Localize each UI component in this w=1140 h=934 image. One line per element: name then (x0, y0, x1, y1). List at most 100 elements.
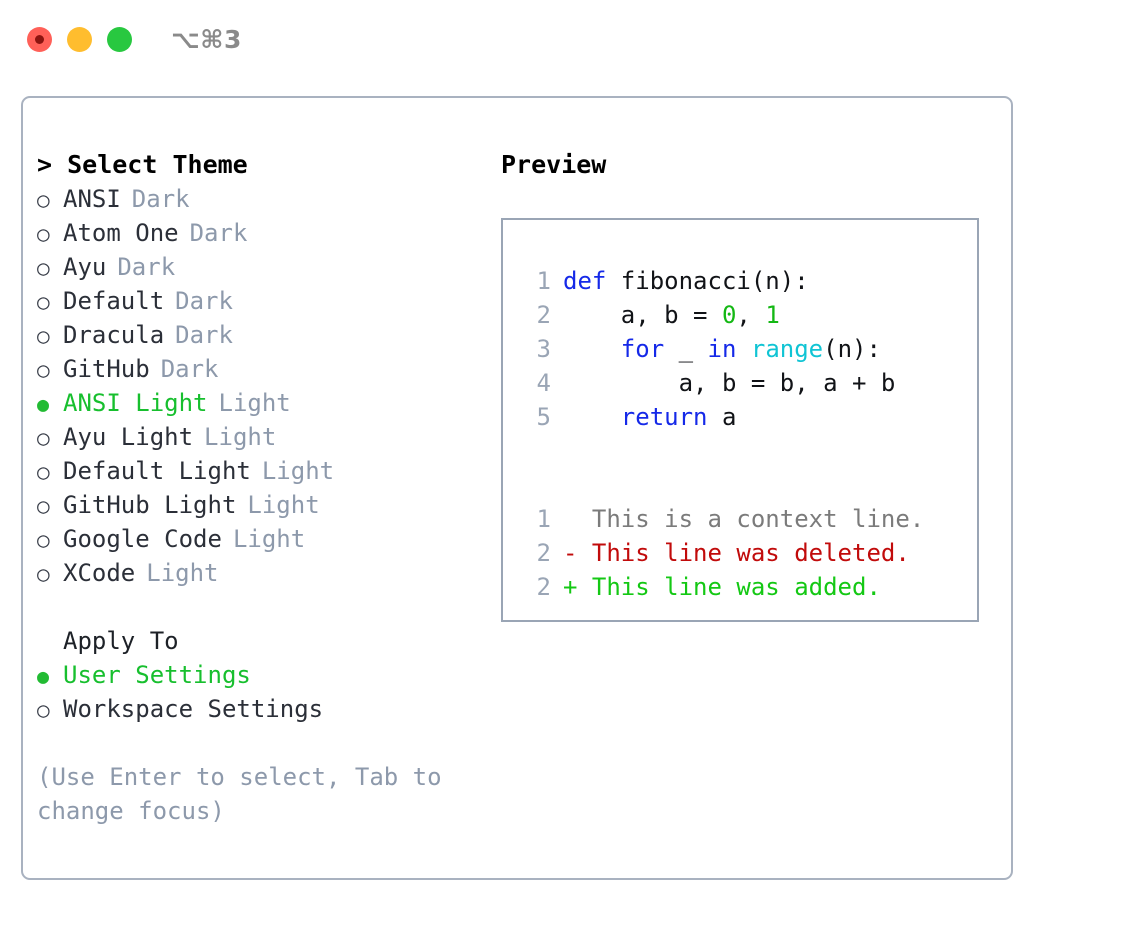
minimize-button[interactable] (67, 26, 92, 52)
code-line-content: for _ in range(n): (563, 332, 881, 366)
line-number: 4 (536, 369, 551, 397)
radio-unselected-icon[interactable]: ○ (37, 460, 50, 484)
close-button[interactable] (27, 26, 52, 52)
code-line-content: def fibonacci(n): (563, 264, 809, 298)
theme-option-kind: Dark (175, 321, 233, 349)
apply-to-section: Apply To ● User Settings ○ Workspace Settin… (37, 624, 487, 726)
theme-option-dracula[interactable]: ○ Dracula Dark (37, 318, 487, 352)
diff-sample: 1 This is a context line. 2- This line wa… (503, 502, 977, 604)
theme-option-label: ANSI (63, 185, 121, 213)
radio-unselected-icon[interactable]: ○ (37, 324, 50, 348)
line-number: 2 (536, 301, 551, 329)
zoom-button[interactable] (107, 26, 132, 52)
code-diff-spacer-2 (503, 468, 977, 502)
theme-option-label: Dracula (63, 321, 165, 349)
apply-to-heading: Apply To (63, 627, 179, 655)
code-token-num: 0 (721, 301, 737, 329)
line-number: 3 (536, 335, 551, 363)
diff-marker: + (563, 573, 592, 601)
apply-to-option-label: User Settings (63, 661, 251, 689)
code-line-content: return a (563, 400, 737, 434)
code-line: 1 def fibonacci(n): (503, 264, 977, 298)
code-token-plain: (n): (823, 335, 881, 363)
theme-option-kind: Dark (189, 219, 248, 247)
theme-option-label: Ayu (63, 253, 107, 281)
apply-to-option-workspace-settings[interactable]: ○ Workspace Settings (37, 692, 487, 726)
code-token-num: 1 (765, 301, 780, 329)
code-line: 4 a, b = b, a + b (503, 366, 977, 400)
theme-option-kind: Dark (160, 355, 219, 383)
theme-option-github[interactable]: ○ GitHub Dark (37, 352, 487, 386)
theme-option-google-code[interactable]: ○ Google Code Light (37, 522, 487, 556)
theme-option-kind: Light (204, 423, 277, 451)
window-titlebar: ⌥⌘3 (0, 0, 1140, 78)
radio-unselected-icon[interactable]: ○ (37, 698, 50, 722)
diff-line-del: 2- This line was deleted. (503, 536, 977, 570)
theme-option-ansi-light[interactable]: ● ANSI Light Light (37, 386, 487, 420)
radio-unselected-icon[interactable]: ○ (37, 426, 50, 450)
theme-option-label: Google Code (63, 525, 222, 553)
radio-selected-icon[interactable]: ● (37, 392, 50, 416)
line-number: 1 (536, 505, 551, 533)
keyboard-shortcut-label: ⌥⌘3 (171, 24, 242, 54)
line-number: 2 (536, 573, 551, 601)
theme-option-kind: Light (261, 457, 335, 485)
diff-line-text: This line was deleted. (591, 539, 910, 567)
theme-option-label: XCode (63, 559, 136, 587)
theme-option-label: Ayu Light (63, 423, 194, 451)
theme-option-label: ANSI Light (63, 389, 208, 417)
select-theme-heading: > Select Theme (37, 150, 248, 179)
apply-to-options[interactable]: ● User Settings ○ Workspace Settings (37, 658, 487, 726)
keyboard-hint-text: (Use Enter to select, Tab to change focu… (37, 763, 457, 825)
radio-unselected-icon[interactable]: ○ (37, 256, 50, 280)
code-token-kw: return (620, 403, 708, 431)
preview-heading: Preview (501, 150, 607, 179)
code-token-plain: , (736, 301, 766, 329)
radio-unselected-icon[interactable]: ○ (37, 188, 50, 212)
line-number: 1 (536, 267, 551, 295)
line-number: 5 (536, 403, 551, 431)
diff-marker: - (563, 539, 592, 567)
code-line: 5 return a (503, 400, 977, 434)
theme-option-kind: Dark (117, 253, 176, 281)
code-diff-spacer (503, 434, 977, 468)
code-line: 3 for _ in range(n): (503, 332, 977, 366)
radio-selected-icon[interactable]: ● (37, 664, 50, 688)
theme-option-label: Default (63, 287, 165, 315)
theme-option-ayu-light[interactable]: ○ Ayu Light Light (37, 420, 487, 454)
code-token-kw: in (707, 335, 737, 363)
line-number: 2 (536, 539, 551, 567)
theme-option-kind: Light (218, 389, 291, 417)
theme-option-ayu[interactable]: ○ Ayu Dark (37, 250, 487, 284)
theme-option-label: GitHub (63, 355, 150, 383)
theme-option-default[interactable]: ○ Default Dark (37, 284, 487, 318)
apply-to-option-label: Workspace Settings (63, 695, 324, 723)
code-token-kw: def (563, 267, 607, 295)
diff-line-text: This line was added. (591, 573, 881, 601)
code-token-fn: range (750, 335, 824, 363)
radio-unselected-icon[interactable]: ○ (37, 562, 50, 586)
diff-line-text: This is a context line. (591, 505, 925, 533)
code-token-plain: _ (664, 335, 708, 363)
radio-unselected-icon[interactable]: ○ (37, 290, 50, 314)
code-token-kw: for (620, 335, 665, 363)
apply-to-option-user-settings[interactable]: ● User Settings (37, 658, 487, 692)
theme-option-label: GitHub Light (63, 491, 237, 519)
radio-unselected-icon[interactable]: ○ (37, 358, 50, 382)
theme-option-kind: Dark (175, 287, 233, 315)
code-token-plain: fibonacci(n): (606, 267, 809, 295)
code-token-plain (736, 335, 750, 363)
theme-option-kind: Light (232, 525, 306, 553)
radio-unselected-icon[interactable]: ○ (37, 528, 50, 552)
radio-unselected-icon[interactable]: ○ (37, 222, 50, 246)
code-token-plain: a, b = b, a + b (563, 369, 896, 397)
radio-unselected-icon[interactable]: ○ (37, 494, 50, 518)
